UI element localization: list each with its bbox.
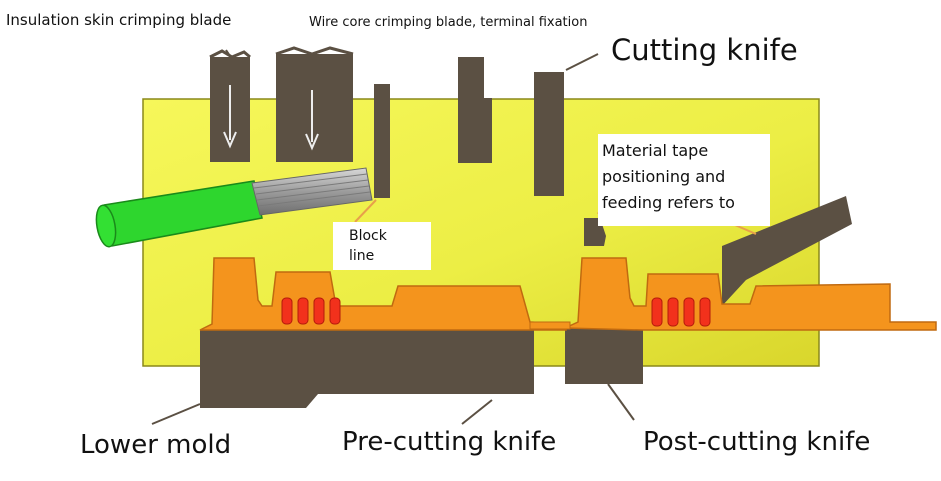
wire-strands [253,173,371,207]
lower-mold [200,330,474,408]
blade-jagged-top-1 [209,49,251,59]
angled-knife [722,196,852,306]
post-cutting-knife [565,328,643,384]
label-post-cutting-knife: Post-cutting knife [643,427,871,457]
label-insulation-blade: Insulation skin crimping blade [6,11,232,29]
crimp-barrels-right [651,297,711,327]
wire-end [95,204,117,248]
down-arrow-icon [305,90,319,151]
block-line-note: Block line [333,222,431,270]
block-line-line-2: line [349,248,375,264]
cutting-knife [534,72,564,196]
block-line-blade [374,84,390,198]
wire-core-crimping-blade [276,54,353,162]
material-tape-note: Material tape positioning and feeding re… [598,134,770,226]
down-arrow-icon [223,85,237,149]
carrier-tape [529,321,571,330]
pre-cutting-knife [474,330,534,394]
label-lower-mold: Lower mold [80,430,232,460]
material-tape-line-1: Material tape [602,141,709,160]
crimp-barrels-left [281,297,341,325]
label-pre-cutting-knife: Pre-cutting knife [342,427,557,457]
block-line-line-1: Block [349,228,387,244]
blade-jagged-top-2 [275,46,354,56]
material-tape-line-3: feeding refers to [602,193,735,212]
label-cutting-knife: Cutting knife [611,33,798,67]
label-wire-core-blade: Wire core crimping blade, terminal fixat… [309,15,588,30]
material-tape-line-2: positioning and [602,167,726,186]
terminal-fixation-blade [458,57,492,163]
